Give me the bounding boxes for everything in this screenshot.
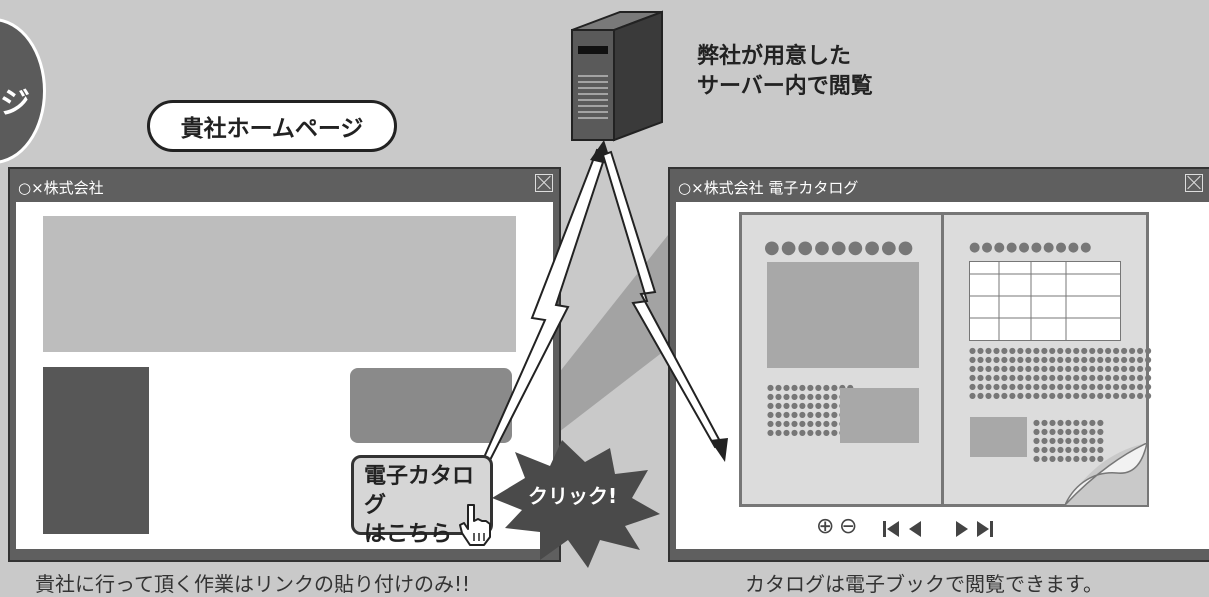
content-block xyxy=(350,368,512,443)
hand-cursor-icon xyxy=(459,504,491,546)
book-spine xyxy=(941,215,944,504)
prev-page-icon[interactable] xyxy=(908,520,922,538)
close-icon[interactable] xyxy=(1185,174,1203,192)
catalog-window-body: ●●●●●●●●● ●●●●●●●●●●●●●●●●●●●●●●●●●●●●●●… xyxy=(676,202,1209,549)
close-icon[interactable] xyxy=(535,174,553,192)
zoom-out-button[interactable]: ⊖ xyxy=(839,514,858,539)
zoom-in-button[interactable]: ⊕ xyxy=(816,514,835,539)
ebook-spread: ●●●●●●●●● ●●●●●●●●●●●●●●●●●●●●●●●●●●●●●●… xyxy=(739,212,1152,507)
hero-banner xyxy=(43,216,516,352)
corner-badge-text: ジ xyxy=(0,86,30,121)
homepage-window-title: ○×株式会社 xyxy=(18,179,104,197)
heading-dots: ●●●●●●●●●● xyxy=(969,240,1093,255)
catalog-window-title: ○×株式会社 電子カタログ xyxy=(678,179,859,197)
page-curl-icon[interactable] xyxy=(1065,443,1147,505)
homepage-label: 貴社ホームページ xyxy=(147,100,397,152)
text-dots: ●●●●●●●●●●●●●●●●●●●●●●●●●●●●●●●●●●●●●●●●… xyxy=(1033,418,1105,463)
catalog-link-line2: はこちら xyxy=(364,522,453,547)
next-page-icon[interactable] xyxy=(955,520,969,538)
text-dots: ●●●●●●●●●●●●●●●●●●●●●●●●●●●●●●●●●●●●●●●●… xyxy=(969,346,1153,400)
server-icon xyxy=(571,10,663,142)
first-page-icon[interactable] xyxy=(882,520,900,538)
last-page-icon[interactable] xyxy=(976,520,994,538)
page-table xyxy=(969,261,1121,341)
catalog-link-line1: 電子カタログ xyxy=(364,464,475,518)
catalog-window: ○×株式会社 電子カタログ ●●●●●●●●● ●●●●●●●●●●●●●●●●… xyxy=(668,167,1209,562)
server-caption-line2: サーバー内で閲覧 xyxy=(697,74,873,99)
right-caption: カタログは電子ブックで閲覧できます。 xyxy=(745,572,1103,596)
text-dots: ●●●●●●●●●●●●●●●●●●●●●●●●●●●●●●●●●●●●●●●●… xyxy=(767,383,855,437)
sidebar-block xyxy=(43,367,149,534)
heading-dots: ●●●●●●●●● xyxy=(764,237,915,258)
left-caption: 貴社に行って頂く作業はリンクの貼り付けのみ!! xyxy=(35,572,471,596)
page-thumb xyxy=(970,417,1027,457)
page-thumb xyxy=(840,388,919,443)
click-label: クリック! xyxy=(528,484,618,508)
server-caption: 弊社が用意した サーバー内で閲覧 xyxy=(697,42,873,102)
page-image xyxy=(767,262,919,368)
server-caption-line1: 弊社が用意した xyxy=(697,44,852,69)
